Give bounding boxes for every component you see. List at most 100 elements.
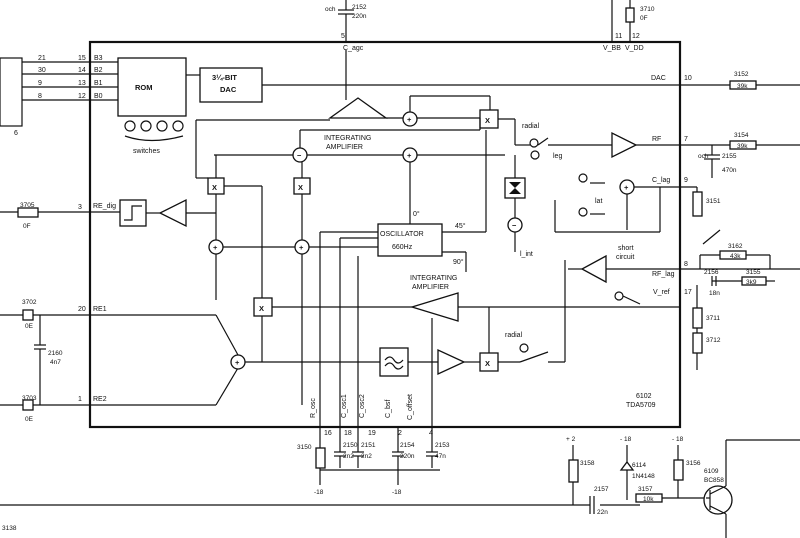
r3151-ref: 3151 <box>706 198 721 205</box>
switches-label: switches <box>133 148 160 155</box>
phase-45: 45° <box>455 222 466 230</box>
svg-text:+: + <box>407 115 412 124</box>
c2160-ref: 2160 <box>48 350 63 357</box>
r3705-val: 0F <box>23 223 31 230</box>
b3-label: B3 <box>94 55 103 62</box>
oscillator-block <box>377 223 443 257</box>
v-bb-label: V_BB <box>603 45 621 52</box>
re2-input: 3703 0E 1 RE2 <box>0 395 216 423</box>
c2155-ref: 2155 <box>722 153 737 160</box>
svg-text:+: + <box>235 358 240 367</box>
c2155-och: och <box>698 153 709 160</box>
chip-ref: 6102 <box>636 393 652 400</box>
c-offset-label: C_offset <box>407 394 414 420</box>
radial-bottom-label: radial <box>505 332 523 339</box>
dac-block <box>199 67 263 103</box>
int-amp-lower-label-2: AMPLIFIER <box>412 284 449 291</box>
pin-2: 2 <box>398 430 402 437</box>
rf-lag-buffer <box>580 254 607 284</box>
switch-icons <box>124 120 184 142</box>
phase-90: 90° <box>453 258 464 266</box>
r3711-ref: 3711 <box>706 315 720 322</box>
d6114-ref: 6114 <box>632 462 646 469</box>
svg-text:+: + <box>299 243 304 252</box>
c2151-ref: 2151 <box>361 442 376 449</box>
pin-3: 3 <box>78 204 82 211</box>
pin-20: 20 <box>78 306 86 313</box>
c-18n: 18n <box>709 290 720 297</box>
c2155-val: 470n <box>722 167 737 174</box>
r-osc-label: R_osc <box>310 398 317 418</box>
c-agc-label: C_agc <box>343 45 364 52</box>
pin-9: 9 <box>38 80 42 87</box>
pin-7: 7 <box>684 136 688 143</box>
integrating-amp-top <box>327 97 389 119</box>
c2150-val: 2n2 <box>343 453 354 460</box>
rf-lag-label: RF_lag <box>652 271 675 278</box>
r3150-ref: 3150 <box>297 444 312 451</box>
c-bsf-label: C_bsf <box>385 400 392 418</box>
c2152-och: och <box>325 6 336 13</box>
svg-text:−: − <box>297 151 302 160</box>
rom-label: ROM <box>135 83 153 92</box>
pin-6: 6 <box>14 130 18 137</box>
c2154-val: 220n <box>400 453 415 460</box>
r3158-ref: 3158 <box>580 460 595 467</box>
c2151-val: 2n2 <box>361 453 372 460</box>
phase-0: 0° <box>413 210 420 218</box>
mixer-middle: X <box>259 304 264 313</box>
svg-text:+: + <box>624 183 629 192</box>
dac-label-2: DAC <box>220 85 237 94</box>
r3703-ref: 3703 <box>22 395 37 402</box>
r3162-val: 43k <box>730 253 741 260</box>
pin-12: 12 <box>632 33 640 40</box>
p2-label: + 2 <box>566 436 576 443</box>
pin-15: 15 <box>78 55 86 62</box>
r3157-val: 10k <box>643 496 654 503</box>
p18a-label: - 18 <box>620 436 632 443</box>
rf-buffer <box>611 131 638 159</box>
r3152-ref: 3152 <box>734 71 749 78</box>
r3702-ref: 3702 <box>22 299 37 306</box>
c2153-ref: 2153 <box>435 442 450 449</box>
pin-10: 10 <box>684 75 692 82</box>
b1-label: B1 <box>94 80 103 87</box>
c2153-val: 47n <box>435 453 446 460</box>
r3138-ref: 3138 <box>2 525 17 532</box>
pin-4: 4 <box>429 430 433 437</box>
int-amp-lower-label-1: INTEGRATING <box>410 275 457 282</box>
integrating-amp-lower <box>409 292 459 322</box>
pin-11: 11 <box>615 33 622 40</box>
svg-text:−: − <box>512 221 517 230</box>
mixer-bottom: X <box>485 359 490 368</box>
pin-13: 13 <box>78 80 86 87</box>
r3156-ref: 3156 <box>686 460 701 467</box>
lower-right-components: + 2 3158 - 18 6114 1N4148 3157 10k - 18 … <box>566 436 800 538</box>
c2154-ref: 2154 <box>400 442 415 449</box>
m18-a: -18 <box>314 489 324 496</box>
c-osc2-label: C_osc2 <box>359 394 366 418</box>
r3157-ref: 3157 <box>638 486 653 493</box>
pin-19: 19 <box>368 430 376 437</box>
re-dig-input: 3705 0F 3 RE_dig <box>0 194 217 240</box>
re-dig-label: RE_dig <box>93 203 116 210</box>
mixer-left-1: X <box>212 183 217 192</box>
r3155-ref: 3155 <box>746 269 761 276</box>
c2157-ref: 2157 <box>594 486 609 493</box>
pin-5: 5 <box>341 33 345 40</box>
r3152-val: 39k <box>737 83 748 90</box>
digital-inputs: 21 30 9 8 15 14 13 12 B3 B2 B1 B0 6 <box>0 55 120 137</box>
b0-label: B0 <box>94 93 103 100</box>
pin-16: 16 <box>324 430 332 437</box>
pin-18: 18 <box>344 430 352 437</box>
pin-14: 14 <box>78 67 86 74</box>
pin-9b: 9 <box>684 177 688 184</box>
c2152-ref: 2152 <box>352 4 367 11</box>
c-lag-label: C_lag <box>652 177 670 184</box>
re2-label: RE2 <box>93 396 107 403</box>
radial-top-label: radial <box>522 123 540 130</box>
c2152-group: 2152 220n och 5 C_agc <box>325 0 367 52</box>
lat-int-label: l_int <box>520 251 533 258</box>
mixer-left-2: X <box>298 183 303 192</box>
